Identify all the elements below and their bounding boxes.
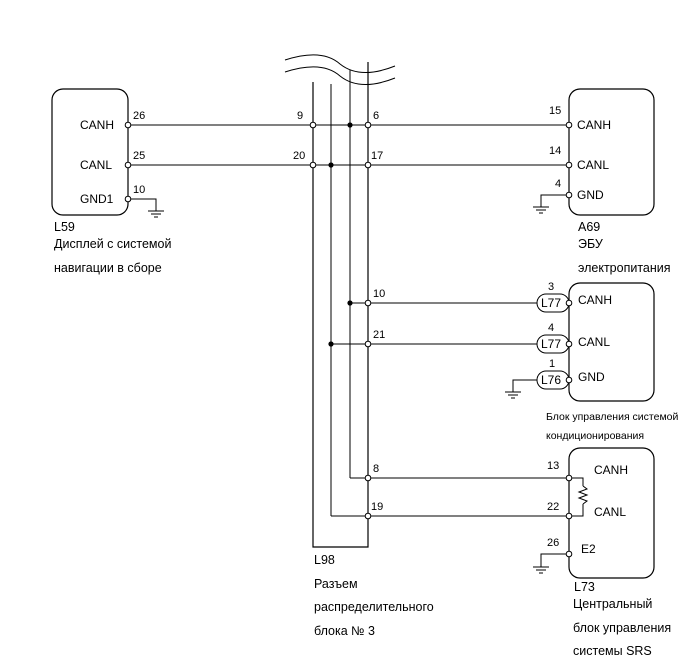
ac-gnd-label: GND [578,370,605,384]
l59-id: L59 [54,220,75,234]
l59-canl-label: CANL [80,158,112,172]
l59-canh-label: CANH [80,118,114,132]
l73-id: L73 [574,580,595,594]
l59-pin-26: 26 [133,110,145,122]
l98-name-line1: Разъем [314,577,358,591]
l98-name-line3: блока № 3 [314,624,375,638]
ac-pin-1: 1 [549,358,555,370]
ac-pin-4: 4 [548,322,554,334]
a69-pin-15: 15 [549,105,561,117]
l73-pin-13: 13 [547,460,559,472]
l98-pin-20: 20 [293,150,305,162]
ac-connector-l77-canh-label: L77 [541,296,561,310]
splice-node [328,162,334,168]
l59-pin-10: 10 [133,184,145,196]
l73-pin-22: 22 [547,501,559,513]
a69-name-line2: электропитания [578,261,671,275]
a69-pin-14: 14 [549,145,561,157]
l73-pin-26: 26 [547,537,559,549]
l59-pin-25: 25 [133,150,145,162]
a69-gnd-label: GND [577,188,604,202]
ac-connector-l77-canl-label: L77 [541,337,561,351]
l59-display-box [51,88,129,216]
l73-canh-label: CANH [594,463,628,477]
ac-canl-label: CANL [578,335,610,349]
a69-canl-label: CANL [577,158,609,172]
l98-pin-10: 10 [373,288,385,300]
l59-gnd1-label: GND1 [80,192,114,206]
ac-canh-label: CANH [578,293,612,307]
ac-connector-l76-gnd-label: L76 [541,373,561,387]
ground-icon [148,210,164,218]
l73-name-line2: блок управления [573,621,671,635]
l98-pin-8: 8 [373,463,379,475]
a69-power-ecu-box [568,88,655,216]
ground-icon [533,566,549,574]
l98-pin-17: 17 [371,150,383,162]
splice-node [328,341,334,347]
l98-pin-6: 6 [373,110,379,122]
ac-pin-3: 3 [548,281,554,293]
l98-id: L98 [314,553,335,567]
l73-name-line3: системы SRS [573,644,652,658]
l73-canl-label: CANL [594,505,626,519]
l98-pin-19: 19 [371,501,383,513]
ac-name-line2: кондиционирования [546,430,644,442]
a69-id: A69 [578,220,600,234]
l59-name-line1: Дисплей с системой [54,237,171,251]
l73-name-line1: Центральный [573,597,652,611]
splice-node [347,300,353,306]
ground-icon [505,391,521,399]
wires [128,124,569,567]
a69-name-line1: ЭБУ [578,237,603,251]
ac-name-line1: Блок управления системой [546,411,679,423]
a69-canh-label: CANH [577,118,611,132]
a69-pin-4: 4 [555,178,561,190]
bus-lines [330,70,351,516]
ground-icon [533,206,549,214]
l98-pin-21: 21 [373,329,385,341]
l98-pin-9: 9 [297,110,303,122]
terminal-icons [124,121,573,558]
splice-node [347,122,353,128]
resistor-icon [569,477,589,517]
l98-name-line2: распределительного [314,600,434,614]
l73-e2-label: E2 [581,542,596,556]
l59-name-line2: навигации в сборе [54,261,162,275]
